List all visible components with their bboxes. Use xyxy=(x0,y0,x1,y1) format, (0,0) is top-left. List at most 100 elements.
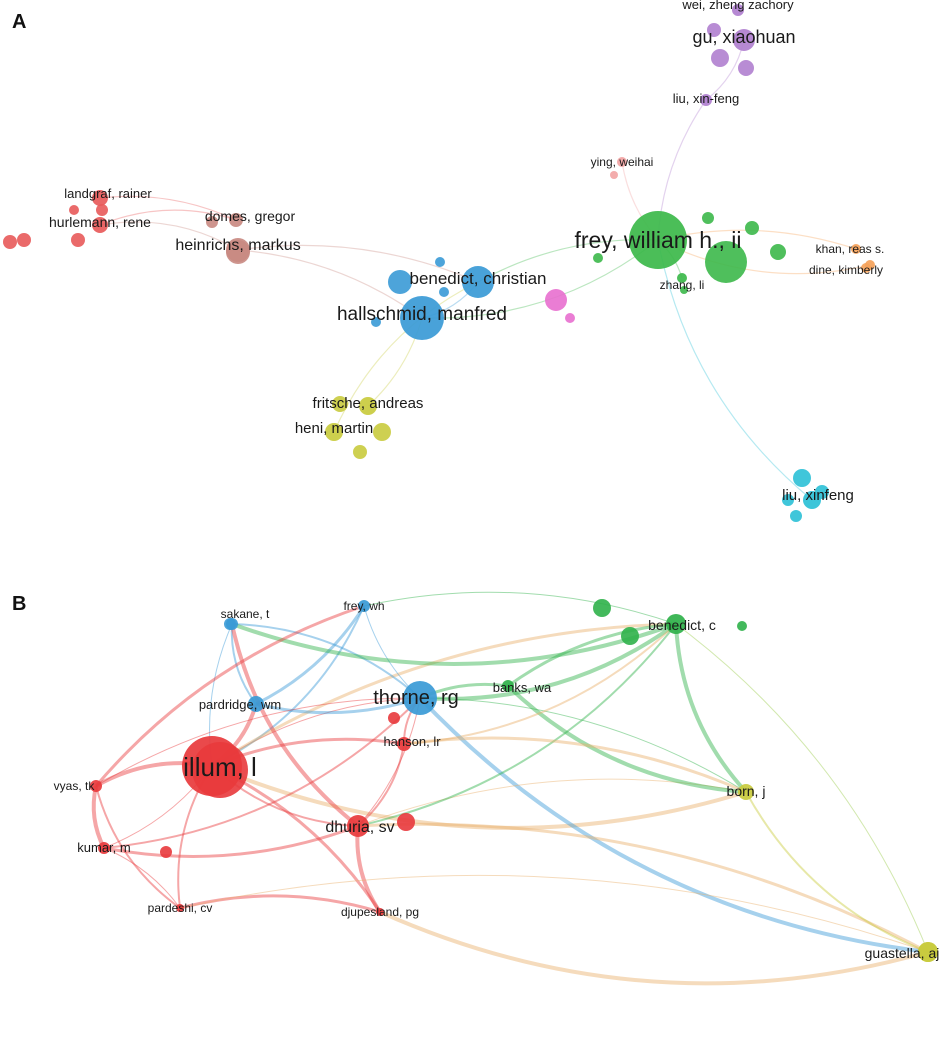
a-node-unlabeled xyxy=(435,257,445,267)
b-node-kumar-m xyxy=(98,842,110,854)
panel-a-nodes xyxy=(3,4,875,522)
b-label-thorne-rg: thorne, rg xyxy=(373,687,459,709)
b-label-dhuria-sv: dhuria, sv xyxy=(325,819,394,836)
b-edge xyxy=(103,824,359,858)
a-node-frey-william xyxy=(629,211,687,269)
b-edge xyxy=(357,623,677,827)
a-node-unlabeled xyxy=(705,241,747,283)
b-edge xyxy=(95,785,181,909)
b-edge xyxy=(211,764,747,830)
b-node-frey-wh xyxy=(358,600,370,612)
a-node-unlabeled xyxy=(782,494,794,506)
a-node-liu-xin-feng xyxy=(700,94,712,106)
a-node-heni-martin xyxy=(325,423,343,441)
b-edge xyxy=(403,623,677,745)
b-label-pardeshi-cv: pardeshi, cv xyxy=(148,901,213,915)
a-node-khan-reas xyxy=(851,244,861,254)
b-edge xyxy=(230,623,257,705)
a-node-hallschmid-manfred xyxy=(400,296,444,340)
panel-a-labels: wei, zheng zachory gu, xiaohuan liu, xin-f… xyxy=(49,0,884,504)
a-node-unlabeled xyxy=(353,445,367,459)
b-edge xyxy=(418,696,929,954)
a-node-liu-xinfeng xyxy=(803,491,821,509)
b-label-born-j: born, j xyxy=(727,783,766,799)
a-label-ying-weihai: ying, weihai xyxy=(591,155,654,169)
b-label-guastella-aj: guastella, aj xyxy=(865,945,940,961)
a-node-unlabeled xyxy=(332,396,348,412)
b-edge xyxy=(211,622,677,768)
b-edge xyxy=(231,622,677,666)
a-label-khan-reas: khan, reas s. xyxy=(816,242,885,256)
a-node-unlabeled xyxy=(373,423,391,441)
b-edge xyxy=(363,591,677,625)
b-label-kumar-m: kumar, m xyxy=(77,840,130,855)
b-node-unlabeled xyxy=(160,846,172,858)
a-edge xyxy=(99,195,237,221)
b-node-thorne-rg xyxy=(403,681,437,715)
a-label-landgraf-rainer: landgraf, rainer xyxy=(64,186,152,201)
panel-a-label: A xyxy=(12,11,26,33)
a-node-unlabeled xyxy=(680,286,688,294)
a-label-domes-gregor: domes, gregor xyxy=(205,208,296,224)
a-node-unlabeled xyxy=(593,253,603,263)
b-edge xyxy=(419,697,747,793)
a-label-hurlemann-rene: hurlemann, rene xyxy=(49,214,151,230)
a-edge xyxy=(237,244,479,283)
b-label-djupesland-pg: djupesland, pg xyxy=(341,905,419,919)
b-edge xyxy=(403,736,747,794)
b-label-sakane-t: sakane, t xyxy=(221,607,270,621)
b-node-unlabeled xyxy=(388,712,400,724)
a-node-benedict-christian xyxy=(462,266,494,298)
b-node-banks-wa xyxy=(502,680,514,692)
panel-b-label: B xyxy=(12,593,26,615)
a-label-heinrichs-markus: heinrichs, markus xyxy=(175,237,300,254)
a-label-liu-xin-feng: liu, xin-feng xyxy=(673,91,739,106)
b-node-dhuria-sv xyxy=(347,815,369,837)
a-edge xyxy=(99,221,239,251)
a-label-hallschmid-manfred: hallschmid, manfred xyxy=(337,304,507,325)
b-edge xyxy=(230,623,360,828)
b-node-unlabeled xyxy=(737,621,747,631)
a-label-benedict-christian: benedict, christian xyxy=(409,269,546,288)
b-edge xyxy=(255,696,421,715)
a-node-heinrichs-markus xyxy=(226,238,250,262)
b-edge xyxy=(674,623,748,794)
a-node-unlabeled xyxy=(3,235,17,249)
b-edge xyxy=(745,791,929,953)
b-edge xyxy=(231,623,421,699)
b-label-vyas-tk: vyas, tk xyxy=(54,779,96,793)
b-node-pardridge-wm xyxy=(248,696,264,712)
b-node-djupesland-pg xyxy=(376,908,384,916)
a-edge xyxy=(657,239,813,501)
a-label-liu-xinfeng: liu, xinfeng xyxy=(782,487,854,504)
b-label-hanson-lr: hanson, lr xyxy=(383,734,441,749)
a-node-unlabeled xyxy=(71,233,85,247)
b-node-born-j xyxy=(738,784,754,800)
b-label-frey-wh: frey, wh xyxy=(343,599,384,613)
a-node-unlabeled xyxy=(545,289,567,311)
a-node-unlabeled xyxy=(738,60,754,76)
b-node-unlabeled xyxy=(621,627,639,645)
a-edge xyxy=(99,209,237,226)
b-node-illum-l xyxy=(182,736,242,796)
b-edge xyxy=(419,622,678,701)
a-node-zhang-li xyxy=(677,273,687,283)
b-node-hanson-lr xyxy=(397,737,411,751)
a-label-zhang-li: zhang, li xyxy=(660,278,705,292)
a-label-gu-xiaohuan: gu, xiaohuan xyxy=(692,27,795,47)
a-node-ying-weihai xyxy=(617,157,627,167)
a-node-unlabeled xyxy=(702,212,714,224)
b-edge xyxy=(379,910,929,986)
panel-b-nodes xyxy=(90,599,938,962)
a-node-landgraf-rainer xyxy=(92,190,108,206)
a-node-unlabeled xyxy=(17,233,31,247)
a-node-unlabeled xyxy=(770,244,786,260)
b-node-vyas-tk xyxy=(90,780,102,792)
a-node-unlabeled xyxy=(371,317,381,327)
a-node-unlabeled xyxy=(790,510,802,522)
a-label-wei-zheng-zachory: wei, zheng zachory xyxy=(681,0,794,12)
b-edge xyxy=(179,894,381,914)
b-edge xyxy=(506,684,747,794)
